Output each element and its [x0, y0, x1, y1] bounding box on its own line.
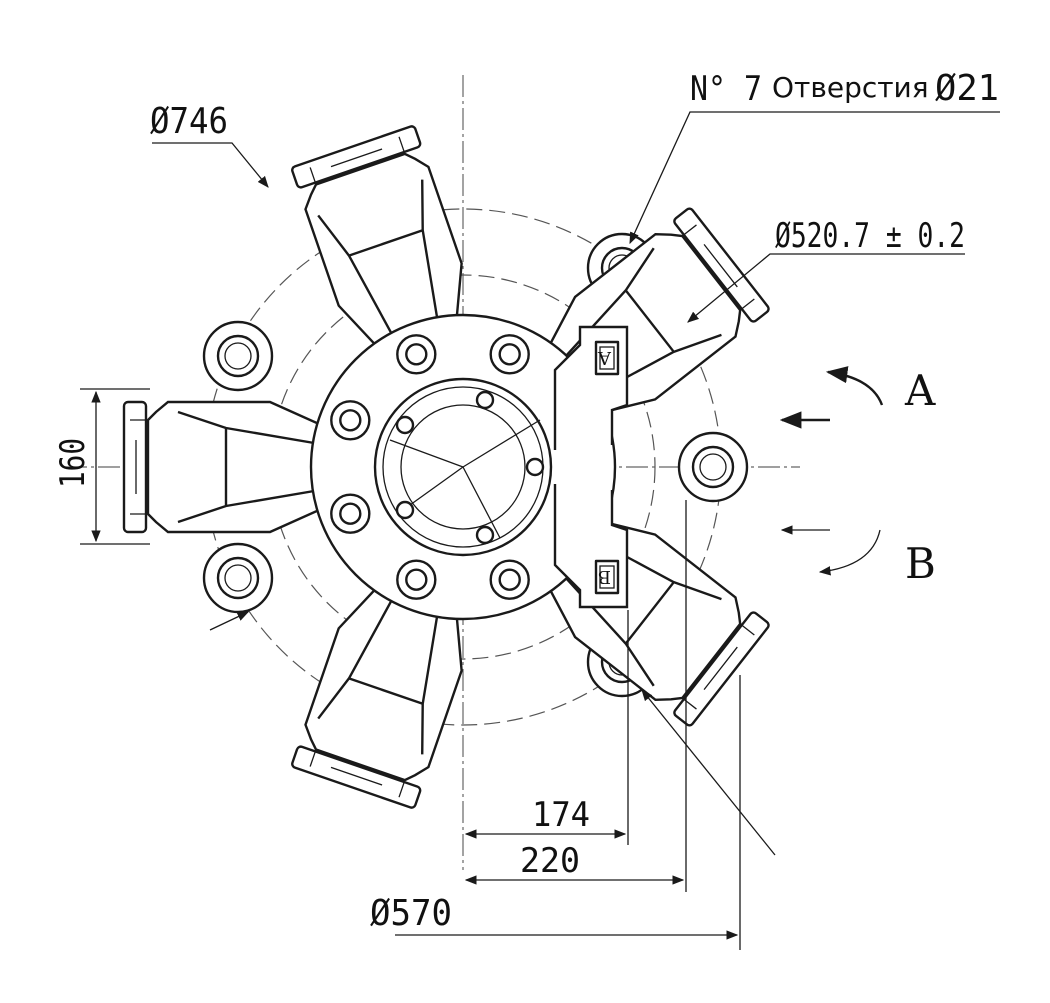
- holes-word-label: Отверстия: [772, 71, 929, 104]
- arm-cap-detail: [309, 751, 405, 798]
- port-arrows: [779, 366, 884, 576]
- arm-cap: [122, 400, 148, 534]
- port-b-marker: [599, 565, 615, 589]
- hub-bolt-5: [330, 400, 371, 441]
- port-a-label: A: [904, 366, 936, 415]
- port-b-label: B: [905, 539, 936, 588]
- hub-bolt-4: [330, 493, 371, 534]
- mount-boss: [677, 431, 749, 503]
- mount-hole-6: [202, 542, 274, 614]
- arm-cap-detail: [683, 224, 755, 310]
- hub-bolt-head-3: [405, 568, 428, 591]
- arm-cap: [291, 745, 422, 809]
- mount-hole-ring: [216, 556, 260, 600]
- cylinder-arm-1: [122, 400, 330, 534]
- arm-cap: [673, 611, 770, 727]
- holes-size-label: Ø21: [935, 68, 999, 109]
- mount-hole-bore: [224, 564, 252, 592]
- mount-hole-ring: [691, 445, 735, 489]
- hub-bolt-2: [489, 559, 530, 600]
- arm-cap-detail: [130, 419, 146, 515]
- port-a-marker: [599, 346, 615, 370]
- hub-bolt-head-6: [405, 343, 428, 366]
- bolt-circle-label: Ø520.7 ± 0.2: [775, 216, 965, 256]
- hub-bolt-head-7: [498, 343, 521, 366]
- arm-body: [146, 400, 330, 534]
- inner-hole-3: [525, 457, 545, 477]
- inner-holes: [395, 390, 545, 545]
- valve-block: [553, 325, 629, 609]
- cylinder-arms: [122, 125, 770, 809]
- inner-hole-5: [475, 525, 495, 545]
- arm-cap: [291, 125, 422, 189]
- hub-bolt-head-2: [498, 568, 521, 591]
- hub-bolt-7: [489, 334, 530, 375]
- arm-ribs: [317, 179, 440, 340]
- mount-hole-ring: [216, 334, 260, 378]
- arm-cap-detail: [309, 136, 405, 183]
- arm-ribs: [317, 594, 440, 755]
- mount-boss: [202, 320, 274, 392]
- dimension-220-label: 220: [520, 841, 580, 881]
- port-b-mark: B: [598, 566, 611, 587]
- cylinder-arm-5: [291, 580, 463, 809]
- arm-cap: [673, 207, 770, 323]
- mount-boss: [202, 542, 274, 614]
- width-label: 160: [53, 438, 93, 488]
- hub-bolt-3: [396, 559, 437, 600]
- mount-hole-bore: [224, 342, 252, 370]
- dimension-174-label: 174: [532, 795, 590, 835]
- arm-ribs: [177, 410, 321, 524]
- mount-hole-bore: [699, 453, 727, 481]
- inner-hole-2: [395, 415, 415, 435]
- mount-hole-7: [202, 320, 274, 392]
- port-a-mark: A: [597, 347, 612, 368]
- inner-hole-1: [475, 390, 495, 410]
- outer-diameter-label: Ø746: [150, 101, 228, 142]
- hub-bolt-6: [396, 334, 437, 375]
- mount-hole-3: [677, 431, 749, 503]
- hub-bolt-head-5: [339, 409, 362, 432]
- cylinder-arm-2: [291, 125, 463, 354]
- hub-bolt-head-4: [339, 502, 362, 525]
- mount-diameter-label: Ø570: [370, 893, 452, 934]
- inner-hole-4: [395, 500, 415, 520]
- dimension-lines: [80, 111, 1000, 950]
- holes-number-label: N° 7: [690, 69, 762, 109]
